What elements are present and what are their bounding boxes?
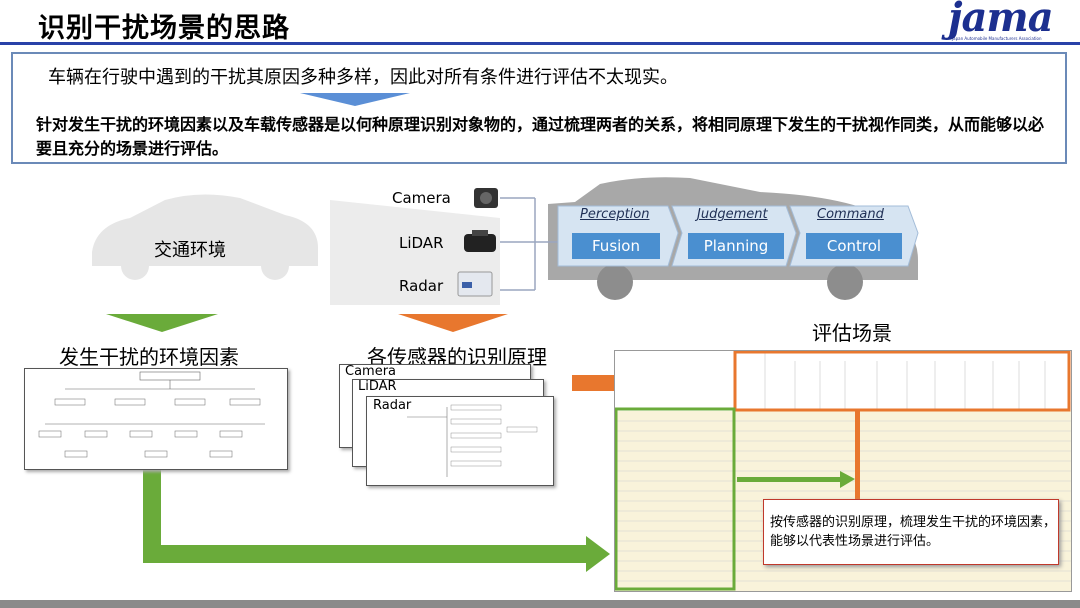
intro-approach: 针对发生干扰的环境因素以及车载传感器是以何种原理识别对象物的，通过梳理两者的关系…: [36, 115, 1045, 158]
evaluation-note-box: [763, 499, 1059, 565]
title-divider: [0, 42, 1080, 45]
env-factor-tree-thumbnail: [24, 368, 288, 470]
sensor-cone: [330, 200, 500, 305]
env-factors-label: 发生干扰的环境因素: [59, 345, 239, 369]
fusion-stage: Fusion: [572, 233, 660, 259]
stage-header-command: Command: [817, 207, 884, 222]
intro-box: [11, 52, 1067, 164]
lidar-icon: [464, 230, 496, 252]
control-stage: Control: [806, 233, 902, 259]
footer-bar: [0, 600, 1080, 608]
eval-scenarios-label: 评估场景: [812, 321, 892, 345]
stage-header-perception: Perception: [580, 207, 650, 222]
logo-subtitle: Japan Automobile Manufacturers Associati…: [952, 36, 1042, 41]
jama-logo: jama Japan Automobile Manufacturers Asso…: [948, 0, 1066, 42]
sensor-label-camera: Camera: [392, 189, 451, 207]
planning-stage: Planning: [688, 233, 784, 259]
radar-principle-card: [366, 396, 554, 486]
traffic-car-icon: [92, 194, 318, 266]
camera-icon: [474, 188, 498, 208]
orange-down-arrow: [398, 314, 508, 332]
logo-text: jama: [948, 0, 1054, 41]
intro-statement: 车辆在行驶中遇到的干扰其原因多种多样，因此对所有条件进行评估不太现实。: [48, 67, 678, 88]
down-arrow-icon: [300, 93, 410, 106]
stage-header-judgement: Judgement: [697, 207, 768, 222]
card-label-camera: Camera: [345, 364, 397, 379]
page-title: 识别干扰场景的思路: [38, 13, 290, 44]
sensor-label-radar: Radar: [399, 277, 444, 295]
card-label-radar: Radar: [373, 398, 412, 413]
radar-icon: [457, 271, 493, 297]
sensor-label-lidar: LiDAR: [399, 234, 444, 252]
card-label-lidar: LiDAR: [358, 379, 397, 394]
green-down-arrow: [106, 314, 218, 332]
traffic-env-label: 交通环境: [154, 240, 226, 261]
evaluation-note: 按传感器的识别原理，梳理发生干扰的环境因素，能够以代表性场景进行评估。: [770, 515, 1057, 549]
